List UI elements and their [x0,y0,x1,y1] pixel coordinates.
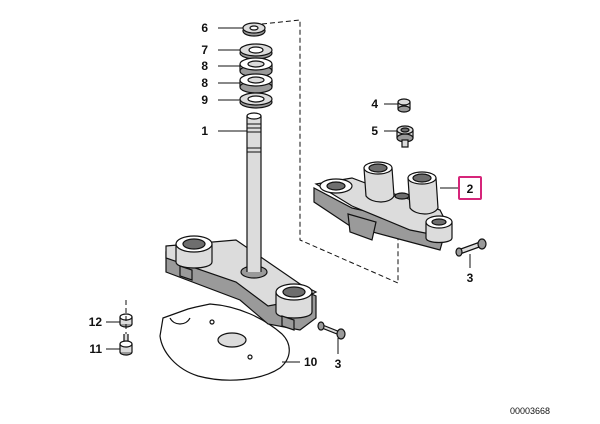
part-3-bolt-upper[interactable] [455,238,487,257]
callout-9[interactable]: 9 [201,93,208,107]
highlight-box-part-2 [458,176,482,200]
callout-6[interactable]: 6 [201,21,208,35]
callout-1[interactable]: 1 [201,124,208,138]
callout-5[interactable]: 5 [371,124,378,138]
callout-11[interactable]: 11 [89,342,102,356]
part-8-bearing-lower[interactable] [239,73,273,94]
part-4-cap-nut[interactable] [397,98,411,113]
callout-10[interactable]: 10 [304,355,318,369]
callout-4[interactable]: 4 [371,97,378,111]
diagram-id: 00003668 [510,406,550,416]
part-11-bolt[interactable] [119,334,133,356]
part-9-seal[interactable] [239,92,273,109]
callout-8-upper[interactable]: 8 [201,59,208,73]
callout-2[interactable]: 2 [467,182,474,196]
part-3-bolt-lower[interactable] [317,321,346,340]
part-7-washer[interactable] [239,43,273,60]
assembly-dashed-frame [261,19,399,284]
callout-7[interactable]: 7 [201,43,208,57]
part-5-nut[interactable] [396,125,414,148]
callout-8-lower[interactable]: 8 [201,76,208,90]
callout-3-upper[interactable]: 3 [467,271,474,285]
part-1-lower-bridge-with-stem[interactable] [165,112,318,331]
part-8-bearing-upper[interactable] [239,57,273,78]
part-6-nut[interactable] [242,22,266,37]
callout-12[interactable]: 12 [89,315,103,329]
part-2-upper-bridge[interactable] [313,161,453,251]
part-10-cover-plate[interactable] [159,303,290,381]
callout-3-lower[interactable]: 3 [335,357,342,371]
